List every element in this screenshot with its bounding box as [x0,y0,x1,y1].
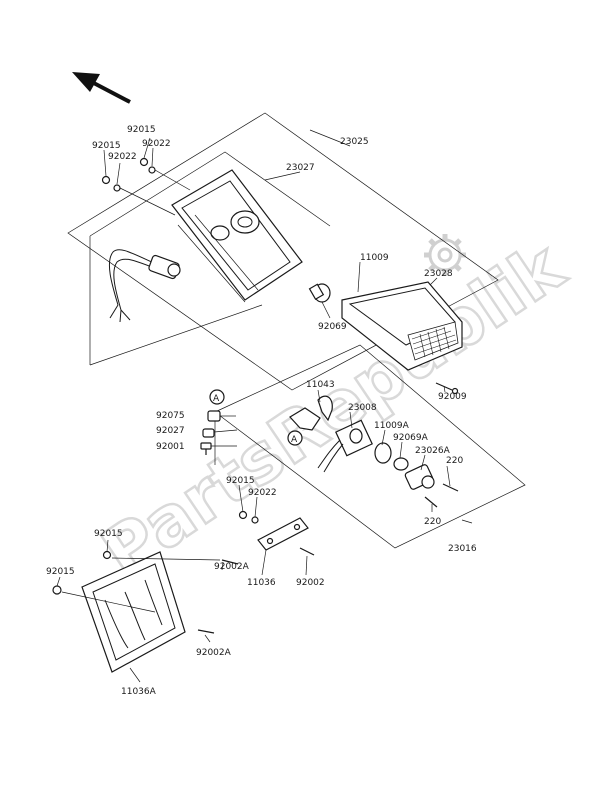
label-92022-b: 92022 [108,152,137,162]
label-11043: 11043 [306,380,335,390]
label-92027: 92027 [156,426,185,436]
license-plate-bracket-11036A [81,551,186,673]
bulb-92069 [308,283,331,303]
bracket-11043 [289,395,333,431]
screws-220 [424,483,459,508]
bracket-11036 [257,517,309,551]
callout-a-lower-text: A [213,394,220,404]
label-23028: 23028 [424,269,453,279]
label-92002A-a: 92002A [214,562,250,572]
label-92002A-b: 92002A [196,648,232,658]
grommet-92075 [207,410,221,422]
label-92015-c: 92015 [226,476,255,486]
label-11036: 11036 [247,578,276,588]
label-92015-d: 92015 [94,529,123,539]
assembly-outline-23025 [67,112,499,391]
callout-a-lower: A [209,389,225,405]
assembly-outline-23016 [214,344,526,549]
assembly-outline-23027 [89,151,331,237]
callout-a-upper: A [287,430,303,446]
nut-92015-mid [238,510,248,520]
label-23027: 23027 [286,163,315,173]
gear-watermark-icon [424,234,466,276]
outline-23027-bottom-edge [89,304,263,366]
label-92022-c: 92022 [248,488,277,498]
label-92002: 92002 [296,578,325,588]
bolt-92002A [197,559,239,634]
lamp-wires [317,439,344,473]
lens-cover-23028 [341,281,463,371]
lamp-housing-23008 [335,419,373,457]
label-92069A: 92069A [393,433,429,443]
washer-92022-top [113,166,156,192]
nut-92015-top [101,157,149,185]
bulb-socket-harness [108,249,181,323]
taillight-housing [171,169,303,303]
leader-lines [56,129,473,683]
label-11009A: 11009A [374,421,410,431]
label-92015-a: 92015 [127,125,156,135]
washer-92022-mid [251,516,259,524]
bolt-92002 [299,547,315,556]
label-92009: 92009 [438,392,467,402]
label-11009: 11009 [360,253,389,263]
label-23025: 23025 [340,137,369,147]
label-92075: 92075 [156,411,185,421]
label-92001: 92001 [156,442,185,452]
label-92022-a: 92022 [142,139,171,149]
bulb-92069A [393,457,409,471]
nut-92015-lower [52,550,112,595]
label-23026A: 23026A [415,446,451,456]
label-11036A: 11036A [121,687,157,697]
label-92015-e: 92015 [46,567,75,577]
collar-92027 [202,428,215,438]
label-23016: 23016 [448,544,477,554]
label-92015-b: 92015 [92,141,121,151]
lens-11009A [374,442,392,464]
label-92069: 92069 [318,322,347,332]
front-direction-arrow-icon [72,72,131,104]
label-220-b: 220 [424,517,441,527]
label-23008: 23008 [348,403,377,413]
lamp-cover-23026A [404,464,435,490]
callout-a-upper-text: A [291,435,298,445]
label-220-a: 220 [446,456,463,466]
